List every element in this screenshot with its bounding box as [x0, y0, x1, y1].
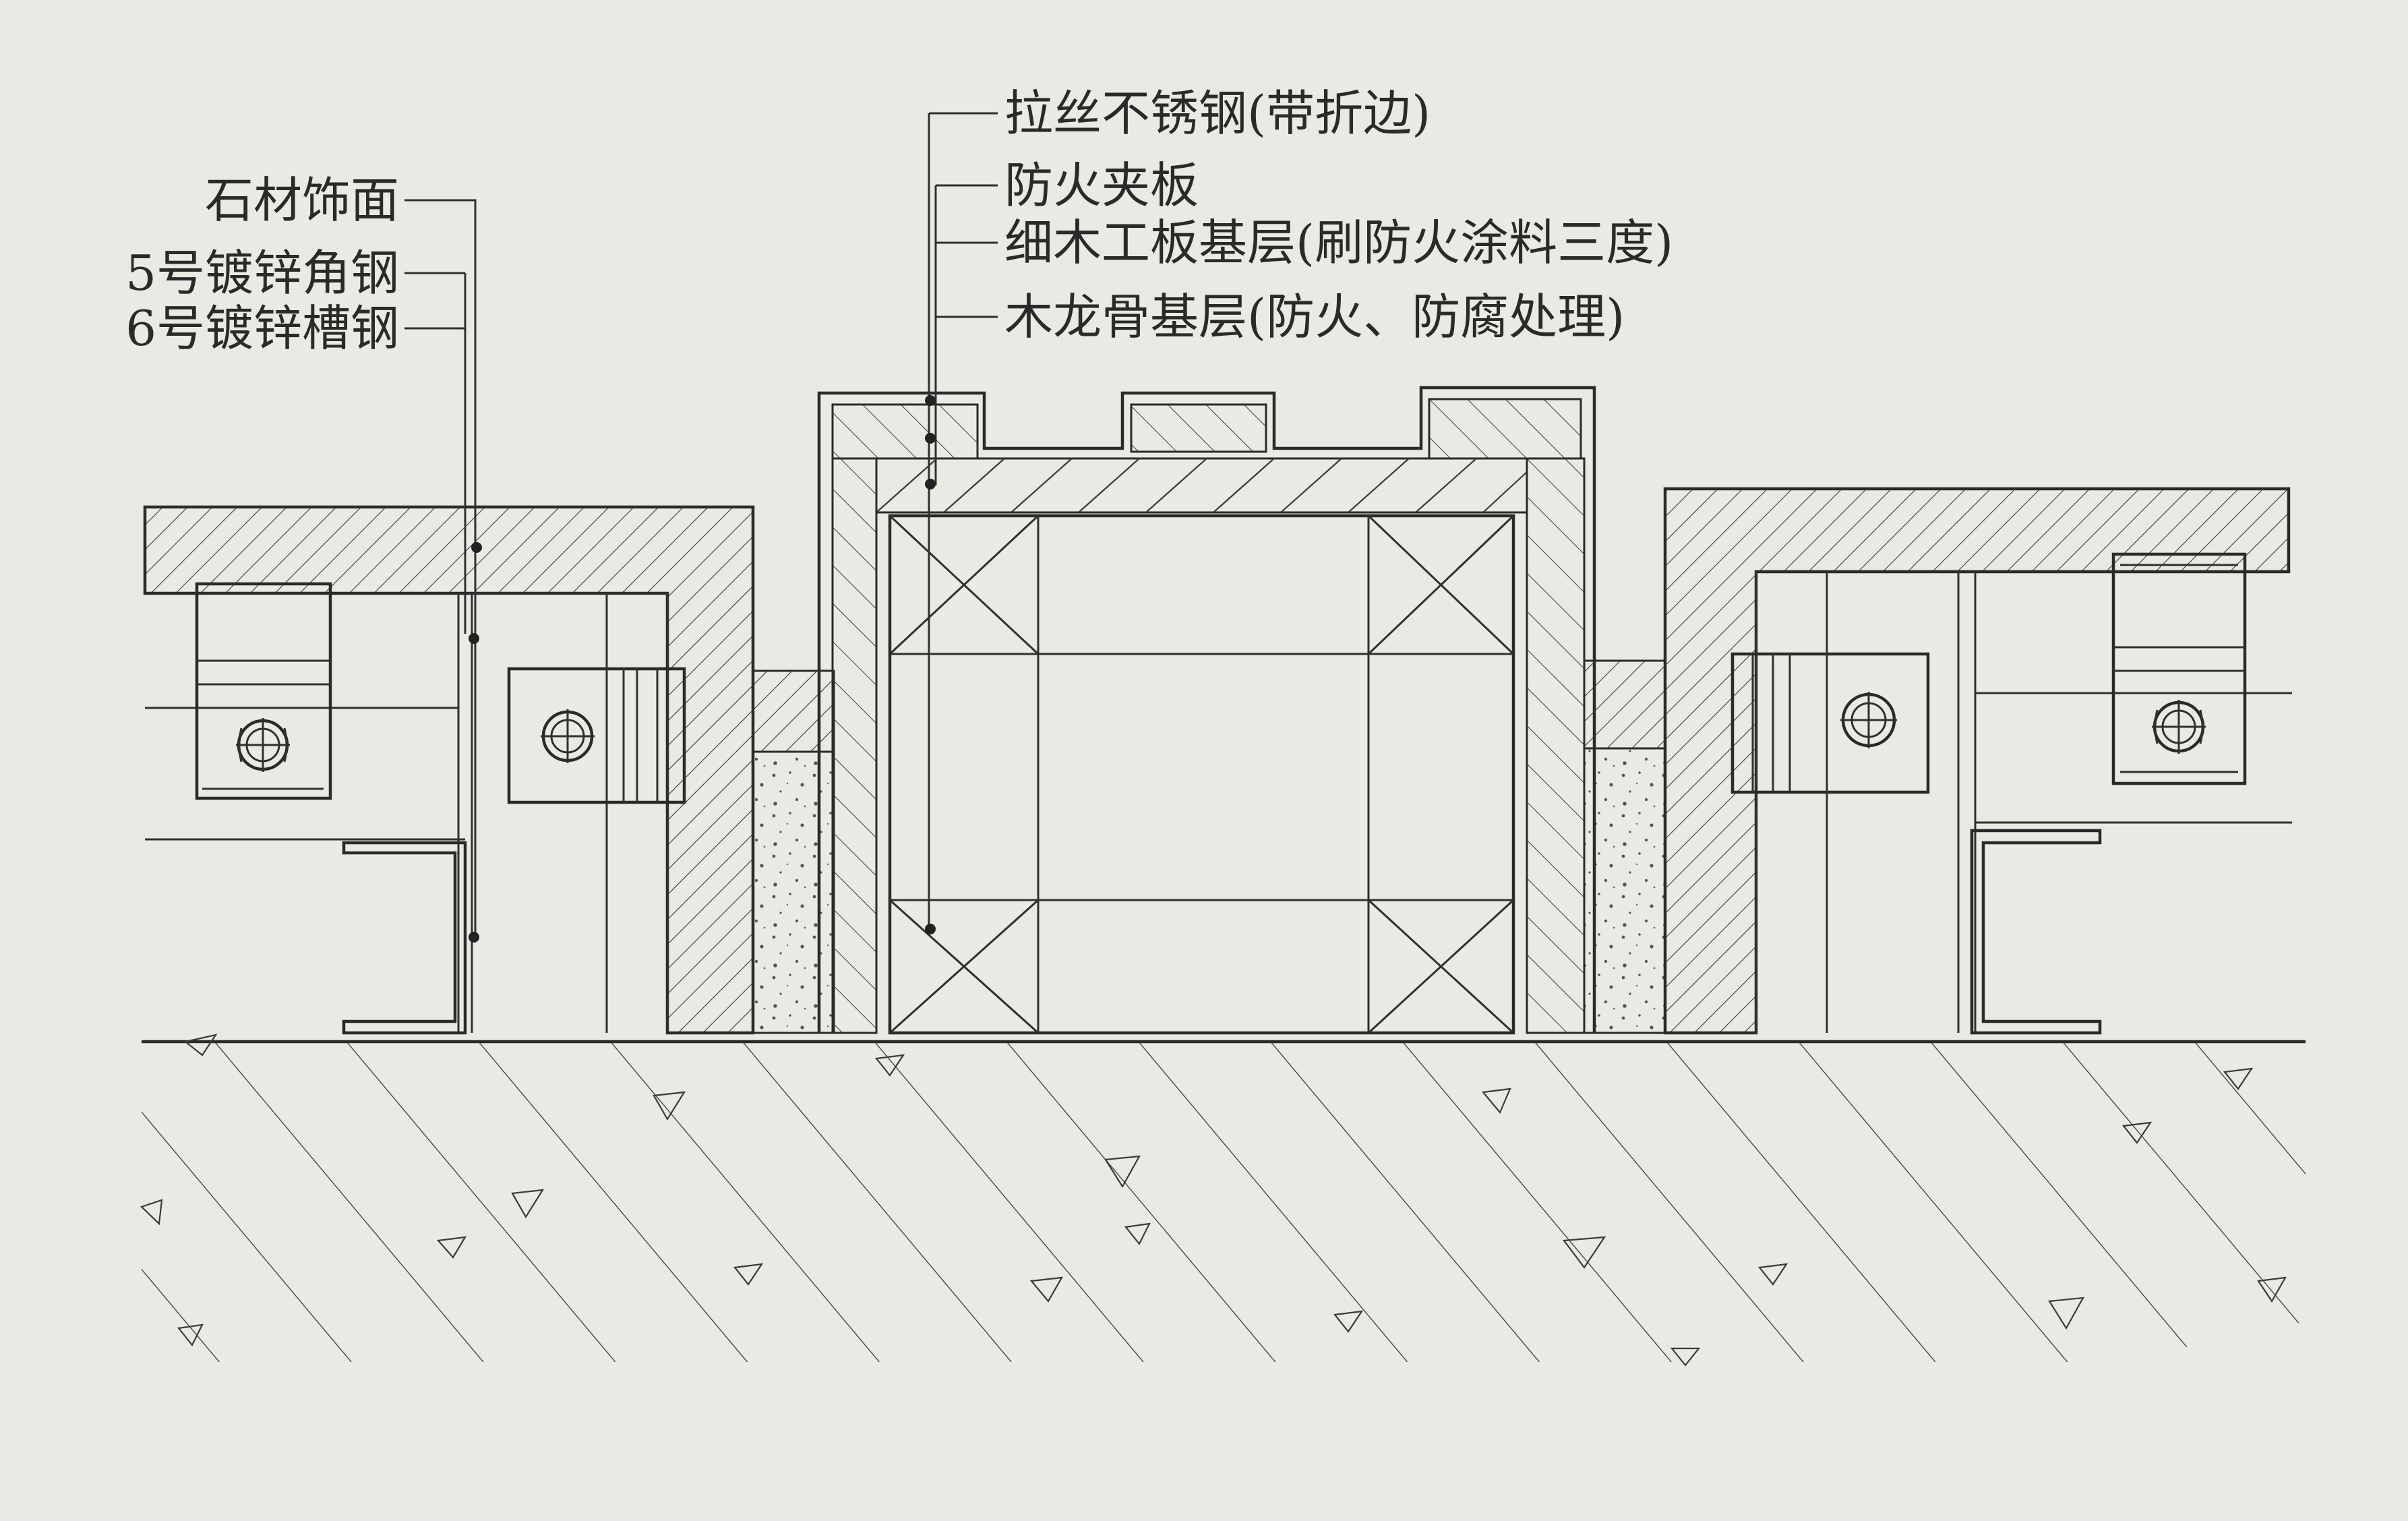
- label-channel-steel: 6号镀锌槽钢: [125, 300, 399, 357]
- label-wood-keel-base: 木龙骨基层(防火、防腐处理): [1004, 289, 1625, 345]
- left-filler: [752, 669, 835, 1034]
- right-outer-bracket: [1975, 552, 2292, 824]
- left-leader-lines: [404, 199, 482, 943]
- right-inner-bolt-icon: [1840, 692, 1897, 748]
- left-channel-steel: [342, 841, 467, 1035]
- left-outer-bracket: [145, 582, 473, 1033]
- label-stone-cladding: 石材饰面: [205, 172, 399, 229]
- right-stone-cladding: [1663, 487, 2291, 1035]
- left-bolt-icon: [236, 718, 290, 772]
- left-stone-cladding: [143, 505, 755, 1035]
- label-angle-steel: 5号镀锌角钢: [125, 245, 399, 301]
- right-filler: [1583, 659, 1666, 1034]
- concrete-slab: [140, 1034, 2306, 1367]
- left-inner-bolt-icon: [541, 709, 595, 763]
- label-blockboard-base: 细木工板基层(刷防火涂料三度): [1004, 214, 1673, 271]
- left-inner-bracket: [472, 592, 686, 1033]
- label-fire-plywood: 防火夹板: [1004, 157, 1199, 214]
- label-brushed-stainless: 拉丝不锈钢(带折边): [1004, 85, 1431, 142]
- right-bolt-icon: [2152, 700, 2206, 754]
- right-inner-bracket: [1730, 572, 1977, 1033]
- center-cover: [817, 386, 1596, 1035]
- right-leader-lines: [925, 112, 998, 934]
- right-channel-steel: [1970, 829, 2102, 1035]
